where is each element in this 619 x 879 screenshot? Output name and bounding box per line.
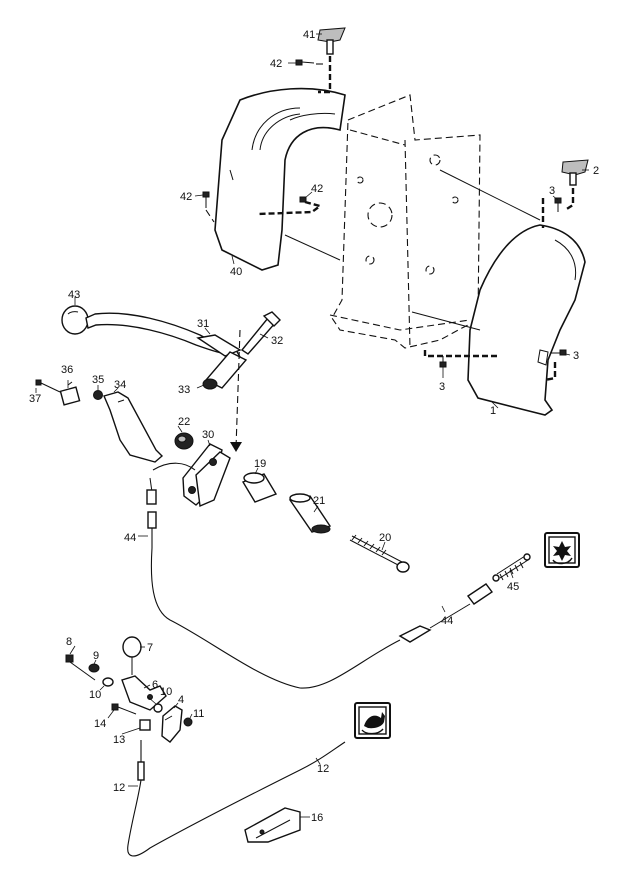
part-10-washer-left — [102, 677, 114, 687]
label-12-left: 12 — [113, 782, 125, 794]
label-13: 13 — [113, 734, 125, 746]
screw-42-mid — [299, 196, 307, 203]
label-3-top: 3 — [549, 185, 555, 197]
label-8: 8 — [66, 636, 72, 648]
part-41-knob — [317, 27, 346, 55]
label-6: 6 — [152, 679, 158, 691]
label-14: 14 — [94, 718, 106, 730]
label-1: 1 — [490, 405, 496, 417]
part-11-nut — [183, 717, 193, 727]
part-37-screw — [35, 379, 61, 393]
part-12-cable — [127, 740, 346, 857]
frame-plate-dashed — [329, 94, 481, 349]
label-43: 43 — [68, 289, 80, 301]
label-21: 21 — [313, 495, 325, 507]
label-9: 9 — [93, 650, 99, 662]
label-2: 2 — [593, 165, 599, 177]
label-11: 11 — [193, 708, 204, 720]
label-37: 37 — [29, 393, 41, 405]
label-12-right: 12 — [317, 763, 329, 775]
part-22-bushing — [174, 432, 194, 450]
part-31-lever — [85, 312, 242, 358]
screw-3-bottom — [439, 356, 447, 368]
part-45-spring — [492, 553, 531, 582]
label-3-right: 3 — [573, 350, 579, 362]
label-40: 40 — [230, 266, 242, 278]
part-21-sleeve — [288, 493, 332, 534]
label-36: 36 — [61, 364, 73, 376]
part-44-cable-upper — [146, 462, 494, 689]
part-7-knob — [122, 636, 142, 675]
part-13-clip — [139, 719, 151, 731]
label-42-left: 42 — [180, 191, 192, 203]
part-32-bolt — [240, 311, 281, 355]
label-19: 19 — [254, 458, 266, 470]
label-7: 7 — [147, 642, 153, 654]
part-1-right-shroud — [467, 224, 586, 416]
part-36-switch — [59, 381, 81, 406]
label-45: 45 — [507, 581, 519, 593]
label-42-mid: 42 — [311, 183, 323, 195]
screw-3-top — [554, 197, 562, 212]
part-10-washer-right — [153, 703, 163, 713]
label-10-left: 10 — [89, 689, 101, 701]
label-4: 4 — [178, 694, 184, 706]
part-43-knob — [61, 305, 89, 335]
label-35: 35 — [92, 374, 104, 386]
part-16-bracket — [244, 807, 301, 843]
label-30: 30 — [202, 429, 214, 441]
part-33-spacer-tube — [202, 351, 248, 390]
label-20: 20 — [379, 532, 391, 544]
label-32: 32 — [271, 335, 283, 347]
impeller-speed-symbol-icon — [544, 532, 580, 568]
part-14-screw — [111, 703, 137, 715]
part-9-washer — [88, 663, 100, 673]
leader-lines — [35, 33, 589, 818]
callout-labels: 41 42 42 42 2 3 3 3 40 1 43 31 32 33 34 … — [29, 29, 599, 824]
part-8-screw — [65, 654, 96, 681]
label-44-lower: 44 — [441, 615, 453, 627]
screw-42-left — [202, 191, 210, 208]
part-2-knob — [561, 159, 589, 186]
label-31: 31 — [197, 318, 209, 330]
part-40-left-shroud — [214, 87, 346, 271]
part-30-link-plate — [182, 443, 231, 508]
part-34-bracket — [103, 391, 164, 463]
part-19-sleeve — [241, 472, 278, 503]
screw-3-right — [550, 349, 567, 356]
label-34: 34 — [114, 379, 126, 391]
label-22: 22 — [178, 416, 190, 428]
label-33: 33 — [178, 384, 190, 396]
screw-42-top — [295, 59, 315, 66]
part-6-lever-plate — [121, 675, 167, 711]
label-16: 16 — [311, 812, 323, 824]
part-35-nut — [93, 390, 103, 400]
rabbit-turtle-speed-symbol-icon — [354, 702, 391, 739]
label-10-right: 10 — [160, 686, 172, 698]
part-20-bolt — [349, 534, 410, 573]
label-3-bottom: 3 — [439, 381, 445, 393]
label-42-top: 42 — [270, 58, 282, 70]
label-41: 41 — [303, 29, 315, 41]
label-44-upper: 44 — [124, 532, 136, 544]
part-4-bracket — [161, 705, 183, 743]
